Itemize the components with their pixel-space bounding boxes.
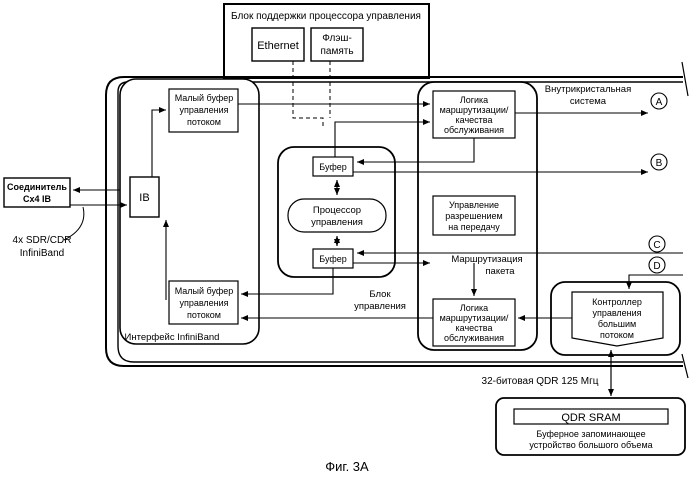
svg-text:Процессор: Процессор — [313, 205, 361, 216]
infiniband-interface-label: Интерфейс InfiniBand — [125, 332, 220, 343]
svg-text:качества: качества — [456, 115, 493, 125]
buffer-top: Буфер — [313, 157, 353, 176]
buffer-bottom: Буфер — [313, 249, 353, 268]
large-flow-controller: Контроллер управления большим потоком — [572, 292, 663, 346]
svg-text:потоком: потоком — [600, 330, 634, 340]
svg-text:InfiniBand: InfiniBand — [20, 248, 64, 259]
svg-text:Логика: Логика — [460, 95, 488, 105]
svg-text:управления: управления — [592, 308, 641, 318]
svg-text:4x SDR/CDR: 4x SDR/CDR — [13, 235, 72, 246]
svg-text:Логика: Логика — [460, 303, 488, 313]
svg-text:обслуживания: обслуживания — [444, 125, 504, 135]
ethernet-block: Ethernet — [252, 28, 304, 61]
cx4-ib-connector: Соединитель Cx4 IB — [4, 178, 70, 207]
qdr-bus-label: 32-битовая QDR 125 Мгц — [482, 375, 599, 387]
svg-text:качества: качества — [456, 323, 493, 333]
svg-text:потоком: потоком — [187, 310, 221, 320]
svg-text:устройство большого объема: устройство большого объема — [529, 440, 652, 450]
ib-block: IB — [130, 177, 159, 217]
svg-text:Соединитель: Соединитель — [7, 182, 67, 192]
control-processor: Процессор управления — [288, 199, 386, 232]
svg-text:управления: управления — [311, 217, 363, 228]
svg-text:управления: управления — [179, 298, 228, 308]
routing-qos-logic-top: Логика маршрутизации/ качества обслужива… — [433, 91, 515, 138]
svg-text:управления: управления — [179, 105, 228, 115]
svg-text:Внутрикристальная: Внутрикристальная — [545, 84, 631, 95]
svg-text:Флэш-: Флэш- — [322, 33, 352, 44]
svg-text:разрешением: разрешением — [445, 211, 502, 221]
svg-text:обслуживания: обслуживания — [444, 333, 504, 343]
svg-text:Cx4 IB: Cx4 IB — [23, 194, 52, 204]
svg-text:B: B — [656, 158, 663, 169]
small-flow-buffer-bottom: Малый буфер управления потоком — [169, 281, 238, 324]
svg-text:Контроллер: Контроллер — [592, 297, 642, 307]
support-block-title: Блок поддержки процессора управления — [231, 11, 421, 22]
infiniband-link-label: 4x SDR/CDR InfiniBand — [13, 235, 72, 259]
small-flow-buffer-top: Малый буфер управления потоком — [169, 89, 238, 132]
qdr-sram-block: QDR SRAM — [514, 409, 668, 424]
svg-text:Буфер: Буфер — [319, 254, 347, 264]
svg-text:на передачу: на передачу — [448, 222, 500, 232]
intra-crystal-system-label: Внутрикристальная система — [545, 84, 631, 107]
flash-memory-block: Флэш- память — [311, 28, 363, 61]
port-c: C — [649, 236, 665, 252]
svg-text:Малый буфер: Малый буфер — [175, 286, 234, 296]
routing-qos-logic-bottom: Логика маршрутизации/ качества обслужива… — [433, 299, 515, 346]
svg-text:Ethernet: Ethernet — [257, 40, 299, 52]
svg-text:A: A — [656, 97, 663, 108]
svg-text:QDR SRAM: QDR SRAM — [561, 412, 620, 424]
svg-text:пакета: пакета — [485, 266, 515, 277]
svg-text:потоком: потоком — [187, 117, 221, 127]
svg-text:Управление: Управление — [449, 200, 499, 210]
svg-text:C: C — [653, 240, 660, 251]
port-d: D — [649, 257, 665, 273]
svg-text:маршрутизации/: маршрутизации/ — [440, 313, 509, 323]
svg-text:память: память — [320, 46, 353, 57]
svg-text:IB: IB — [139, 192, 149, 204]
svg-text:большим: большим — [598, 319, 636, 329]
svg-text:Буферное запоминающее: Буферное запоминающее — [536, 429, 645, 439]
packet-routing-label: Маршрутизация — [451, 254, 522, 265]
port-a: A — [651, 93, 667, 109]
svg-text:Буфер: Буфер — [319, 162, 347, 172]
admission-control-block: Управление разрешением на передачу — [433, 196, 515, 235]
svg-text:D: D — [653, 261, 660, 272]
control-processor-support-block: Блок поддержки процессора управления Eth… — [224, 4, 429, 78]
svg-text:Малый буфер: Малый буфер — [175, 93, 234, 103]
svg-text:управления: управления — [354, 301, 406, 312]
svg-text:маршрутизации/: маршрутизации/ — [440, 105, 509, 115]
svg-text:система: система — [570, 96, 607, 107]
figure-caption: Фиг. 3A — [325, 459, 369, 474]
port-b: B — [651, 154, 667, 170]
control-block-label: Блок — [369, 289, 391, 300]
